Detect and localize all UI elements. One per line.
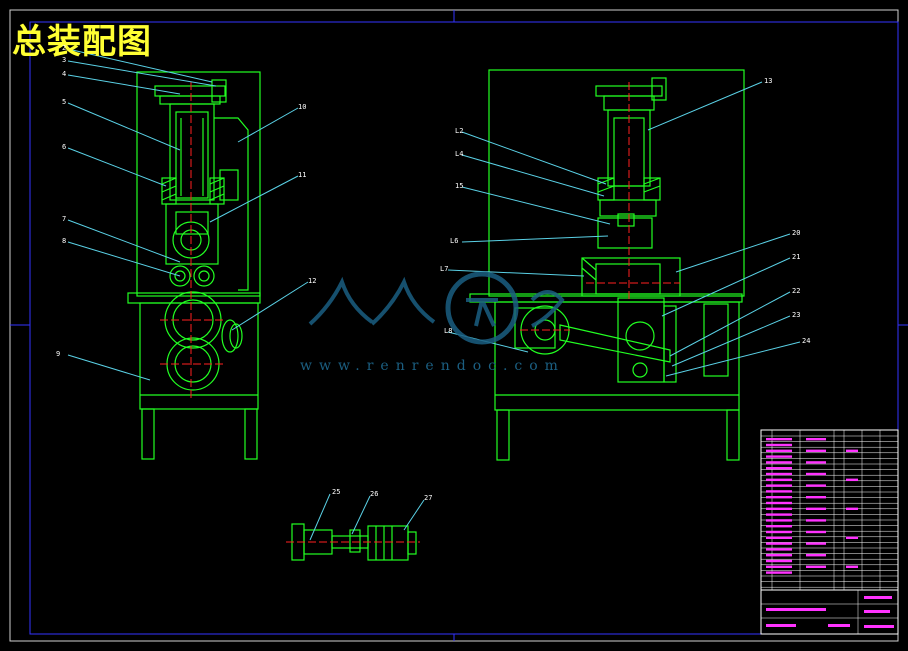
- front-view-centerlines: [160, 82, 226, 400]
- watermark-url: www.renrendoc.com: [300, 358, 565, 374]
- side-view-centerlines: [520, 82, 680, 331]
- drawing-frame: [9, 9, 908, 642]
- watermark-logo: [308, 271, 565, 345]
- motor-assembly: [291, 523, 417, 561]
- side-view: [469, 69, 745, 461]
- drawing-title: 总装配图: [12, 22, 152, 62]
- front-view: [127, 71, 261, 460]
- leader-lines: [67, 48, 801, 541]
